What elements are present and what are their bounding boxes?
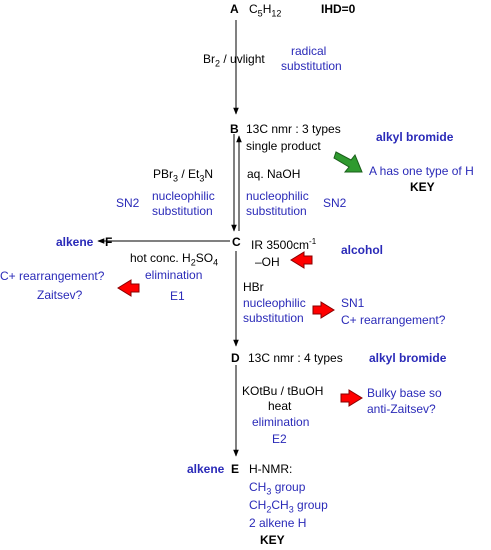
compound-f-class: alkene bbox=[56, 235, 94, 249]
b-to-c-type-line1: nucleophilic bbox=[246, 189, 309, 203]
compound-e-label: E bbox=[231, 462, 240, 476]
c-to-f-note-line2: Zaitsev? bbox=[37, 288, 83, 302]
c-to-d-type-line2: substitution bbox=[243, 311, 304, 325]
d-to-e-note-line2: anti-Zaitsev? bbox=[367, 402, 436, 416]
compound-e-key: KEY bbox=[260, 533, 285, 547]
c-to-d-note-line2: C+ rearrangement? bbox=[341, 313, 446, 327]
compound-c-group: –OH bbox=[255, 255, 280, 269]
red-arrow-icon bbox=[290, 251, 313, 269]
c-to-d-type-line1: nucleophilic bbox=[243, 296, 306, 310]
compound-e-ethyl: CH2CH3 group bbox=[249, 498, 328, 515]
compound-e-class: alkene bbox=[187, 462, 225, 476]
compound-b-nmr: 13C nmr : 3 types bbox=[246, 122, 341, 136]
ihd-value: IHD=0 bbox=[321, 2, 356, 16]
green-arrow-icon bbox=[333, 151, 363, 173]
compound-e-hnmr: H-NMR: bbox=[249, 462, 293, 476]
reagent-c-to-f: hot conc. H2SO4 bbox=[130, 251, 219, 268]
c-to-d-note-line1: SN1 bbox=[341, 296, 365, 310]
red-arrow-icon bbox=[312, 301, 335, 319]
compound-b-product: single product bbox=[246, 139, 321, 153]
compound-b-note: A has one type of H bbox=[369, 164, 474, 178]
d-to-e-type: elimination bbox=[252, 415, 310, 429]
compound-d-label: D bbox=[231, 351, 240, 365]
c-to-b-mechanism: SN2 bbox=[116, 196, 140, 210]
compound-a-label: A bbox=[230, 2, 239, 16]
reagent-d-to-e: KOtBu / tBuOH bbox=[242, 384, 324, 398]
b-to-c-mechanism: SN2 bbox=[323, 196, 347, 210]
compound-a-formula: C5H12 bbox=[249, 2, 282, 19]
reagent-c-to-d: HBr bbox=[243, 280, 264, 294]
compound-c-label: C bbox=[232, 235, 241, 249]
reaction-type-substitution: substitution bbox=[281, 59, 342, 73]
compound-b-class: alkyl bromide bbox=[376, 130, 454, 144]
reagent-c-to-b: PBr3 / Et3N bbox=[153, 167, 214, 184]
compound-e-alkene-h: 2 alkene H bbox=[249, 516, 307, 530]
red-arrow-icon bbox=[340, 389, 363, 407]
compound-d-class: alkyl bromide bbox=[369, 351, 447, 365]
compound-b-key: KEY bbox=[410, 180, 435, 194]
d-to-e-mechanism: E2 bbox=[272, 432, 287, 446]
compound-b-label: B bbox=[230, 122, 239, 136]
d-to-e-condition: heat bbox=[268, 399, 292, 413]
compound-d-nmr: 13C nmr : 4 types bbox=[248, 351, 343, 365]
compound-f-label: F bbox=[105, 235, 113, 249]
compound-c-class: alcohol bbox=[341, 243, 384, 257]
c-to-f-mechanism: E1 bbox=[170, 289, 185, 303]
b-to-c-type-line2: substitution bbox=[246, 204, 307, 218]
red-arrow-icon bbox=[117, 279, 140, 297]
compound-c-ir: IR 3500cm-1 bbox=[251, 237, 317, 252]
reagent-a-to-b: Br2 / uvlight bbox=[203, 52, 265, 69]
reaction-type-radical: radical bbox=[291, 44, 327, 58]
compound-e-ch3: CH3 group bbox=[249, 480, 306, 497]
d-to-e-note-line1: Bulky base so bbox=[367, 386, 442, 400]
c-to-b-type-line2: substitution bbox=[152, 204, 213, 218]
reagent-b-to-c: aq. NaOH bbox=[247, 167, 301, 181]
c-to-b-type-line1: nucleophilic bbox=[152, 189, 215, 203]
c-to-f-type: elimination bbox=[145, 268, 203, 282]
c-to-f-note-line1: C+ rearrangement? bbox=[0, 269, 105, 283]
